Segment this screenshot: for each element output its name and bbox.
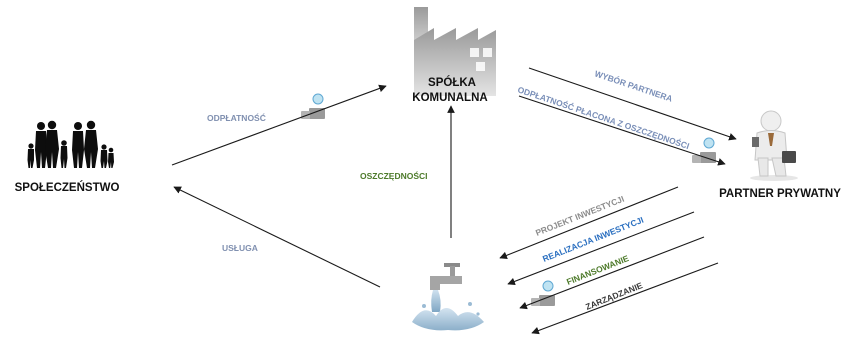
company-label-line2: KOMUNALNA <box>412 92 487 104</box>
arrow-partner-choice <box>528 67 737 141</box>
society-label: SPOŁECZEŃSTWO <box>15 181 120 194</box>
arrow-investment-project <box>499 186 679 260</box>
flow-label-payment: ODPŁATNOŚĆ <box>207 112 266 123</box>
businessman-figure-icon <box>750 110 798 181</box>
arrow-financing <box>519 236 705 310</box>
factory-icon <box>414 7 496 96</box>
arrow-management <box>531 262 719 335</box>
arrow-payment-from-savings <box>518 95 726 166</box>
arrow-payment <box>171 84 387 166</box>
money-cash-register-icon <box>531 280 555 306</box>
water-tap-icon <box>412 263 484 331</box>
money-cash-register-icon <box>692 137 716 163</box>
flow-label-service: USŁUGA <box>222 243 258 253</box>
flow-label-management: ZARZĄDZANIE <box>584 280 644 312</box>
arrow-service <box>173 186 381 288</box>
flow-label-savings: OSZCZĘDNOŚCI <box>360 170 428 181</box>
company-label-line1: SPÓŁKA <box>428 76 476 89</box>
partner-label: PARTNER PRYWATNY <box>719 188 841 200</box>
arrow-investment-realization <box>507 211 695 286</box>
family-silhouette-icon <box>27 120 114 168</box>
money-cash-register-icon <box>301 93 325 119</box>
flow-label-partner-choice: WYBÓR PARTNERA <box>593 67 674 103</box>
